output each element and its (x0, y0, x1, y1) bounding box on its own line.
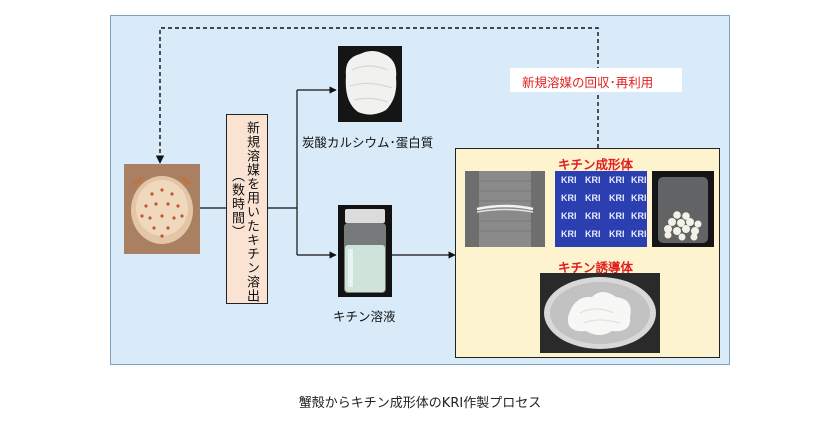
recycle-label: 新規溶媒の回収･再利用 (522, 75, 654, 90)
kri-text: KRI (585, 175, 601, 185)
chitin-fiber-photo (465, 171, 545, 247)
process-box-note-text: （数時間） (229, 169, 244, 239)
chitin-fiber-image (465, 171, 545, 247)
kri-text: KRI (631, 211, 647, 221)
kri-text: KRI (561, 229, 577, 239)
recycle-label-box: 新規溶媒の回収･再利用 (510, 68, 682, 92)
chitin-solution-image (338, 205, 392, 297)
chitin-solution-label: キチン溶液 (333, 309, 396, 324)
kri-text: KRI (609, 211, 625, 221)
kri-text: KRI (585, 229, 601, 239)
kri-fabric-photo: KRI KRI KRI KRI KRI KRI KRI KRI KRI KRI … (555, 171, 647, 247)
calcium-carbonate-image (338, 46, 402, 122)
crab-shell-photo (124, 164, 200, 254)
kri-text: KRI (631, 193, 647, 203)
chitin-derivative-image (540, 273, 660, 353)
chitin-beads-photo (652, 171, 714, 247)
kri-text: KRI (561, 175, 577, 185)
molded-product-label: キチン成形体 (558, 157, 634, 172)
kri-text: KRI (561, 193, 577, 203)
kri-text: KRI (561, 211, 577, 221)
calcium-carbonate-photo (338, 46, 402, 122)
chitin-derivative-photo (540, 273, 660, 353)
chitin-beads-image (652, 171, 714, 247)
process-box: 新規溶媒を用いたキチン溶出 （数時間） (226, 114, 268, 304)
kri-text: KRI (631, 175, 647, 185)
calcium-carbonate-label: 炭酸カルシウム･蛋白質 (302, 135, 434, 150)
kri-text: KRI (631, 229, 647, 239)
derivative-product-label: キチン誘導体 (558, 260, 634, 275)
kri-text: KRI (585, 193, 601, 203)
chitin-solution-photo (338, 205, 392, 297)
product-box: キチン成形体 KRI KRI KRI KRI KRI KRI KRI KRI K… (455, 148, 720, 358)
kri-text: KRI (609, 193, 625, 203)
kri-text: KRI (609, 175, 625, 185)
figure-caption: 蟹殻からキチン成形体のKRI作製プロセス (298, 396, 542, 411)
kri-text: KRI (609, 229, 625, 239)
kri-text: KRI (585, 211, 601, 221)
process-box-main-text: 新規溶媒を用いたキチン溶出 (244, 121, 259, 303)
crab-shell-image (124, 164, 200, 254)
